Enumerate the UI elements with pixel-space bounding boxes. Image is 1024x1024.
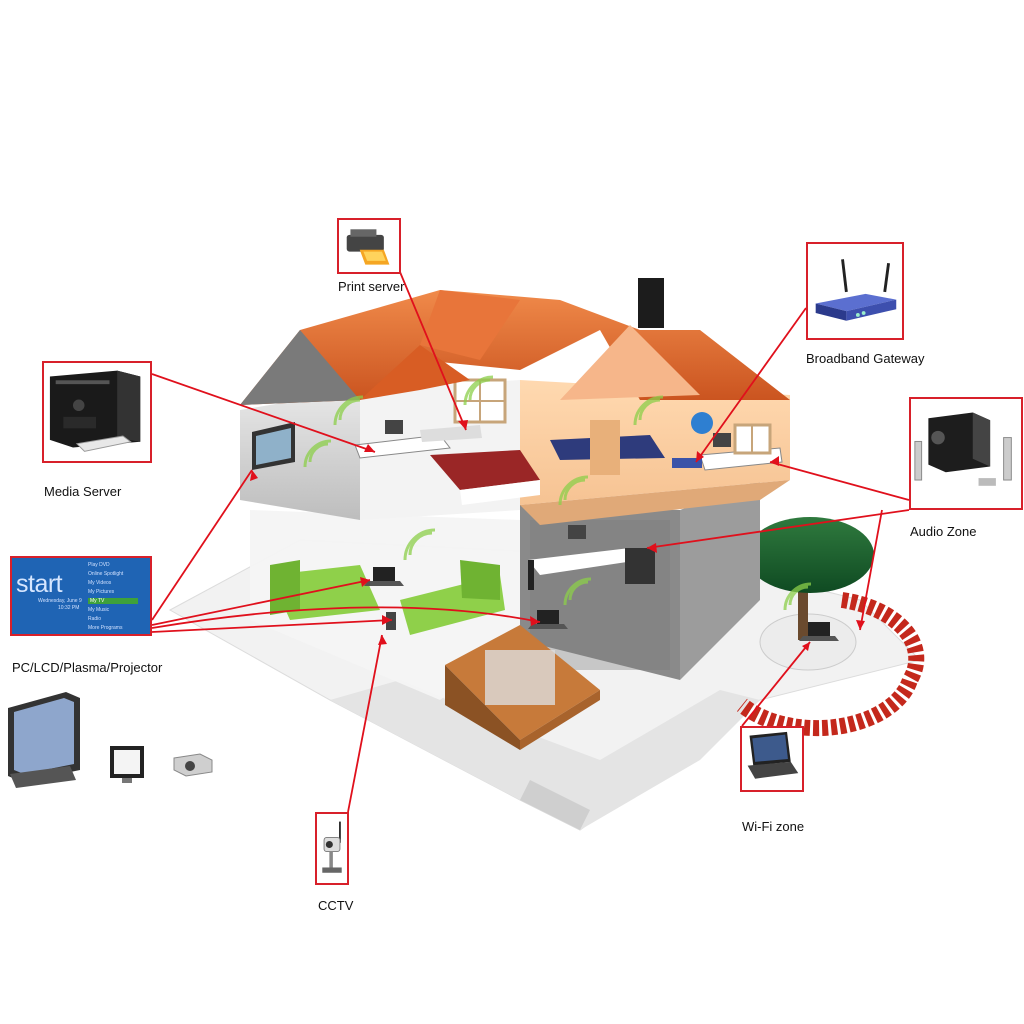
cctv-box	[315, 812, 349, 885]
menu-more-programs: More Programs	[88, 625, 123, 631]
lcd-monitor-icon	[110, 746, 144, 783]
media-server-box	[42, 361, 152, 463]
broadband-gateway-box	[806, 242, 904, 340]
router-icon	[815, 259, 897, 321]
menu-my-videos: My Videos	[88, 580, 112, 586]
media-center-screen-box: start Wednesday, June 9 10:32 PM Play DV…	[10, 556, 152, 636]
menu-my-tv: My TV	[88, 598, 138, 604]
cctv-label: CCTV	[318, 898, 354, 913]
speaker-system-icon	[914, 412, 1012, 486]
audio-zone-label: Audio Zone	[910, 524, 977, 539]
media-server-label: Media Server	[44, 484, 122, 499]
start-screen-title: start	[16, 570, 63, 598]
plasma-tv-icon	[8, 692, 80, 788]
connector-arrowheads	[250, 420, 865, 651]
wifi-zone-box	[740, 726, 804, 792]
wifi-zone-label: Wi-Fi zone	[742, 819, 805, 834]
connector-lines	[151, 271, 910, 813]
scene-devices	[364, 412, 839, 641]
pc-lcd-label: PC/LCD/Plasma/Projector	[12, 660, 163, 675]
menu-radio: Radio	[88, 616, 102, 622]
printer-icon	[346, 229, 390, 265]
menu-my-pictures: My Pictures	[88, 589, 115, 595]
start-screen-time: 10:32 PM	[58, 605, 80, 611]
projector-icon	[173, 753, 213, 777]
roof	[240, 278, 790, 405]
garden-tree	[746, 517, 874, 671]
print-server-label: Print server	[338, 279, 405, 294]
ground-floor	[250, 480, 760, 750]
laptop-icon	[747, 731, 799, 779]
menu-my-music: My Music	[88, 607, 110, 613]
menu-play-dvd: Play DVD	[88, 562, 110, 568]
wifi-waves	[303, 375, 812, 611]
audio-zone-box	[909, 397, 1023, 510]
upper-floor	[240, 378, 790, 525]
display-devices	[8, 692, 213, 788]
start-screen-date: Wednesday, June 9	[38, 598, 82, 604]
menu-online-spotlight: Online Spotlight	[88, 571, 124, 577]
broadband-gateway-label: Broadband Gateway	[806, 351, 925, 366]
print-server-box	[337, 218, 401, 274]
cctv-camera-icon	[322, 821, 342, 873]
media-server-icon	[49, 370, 141, 452]
brick-path	[736, 592, 925, 737]
